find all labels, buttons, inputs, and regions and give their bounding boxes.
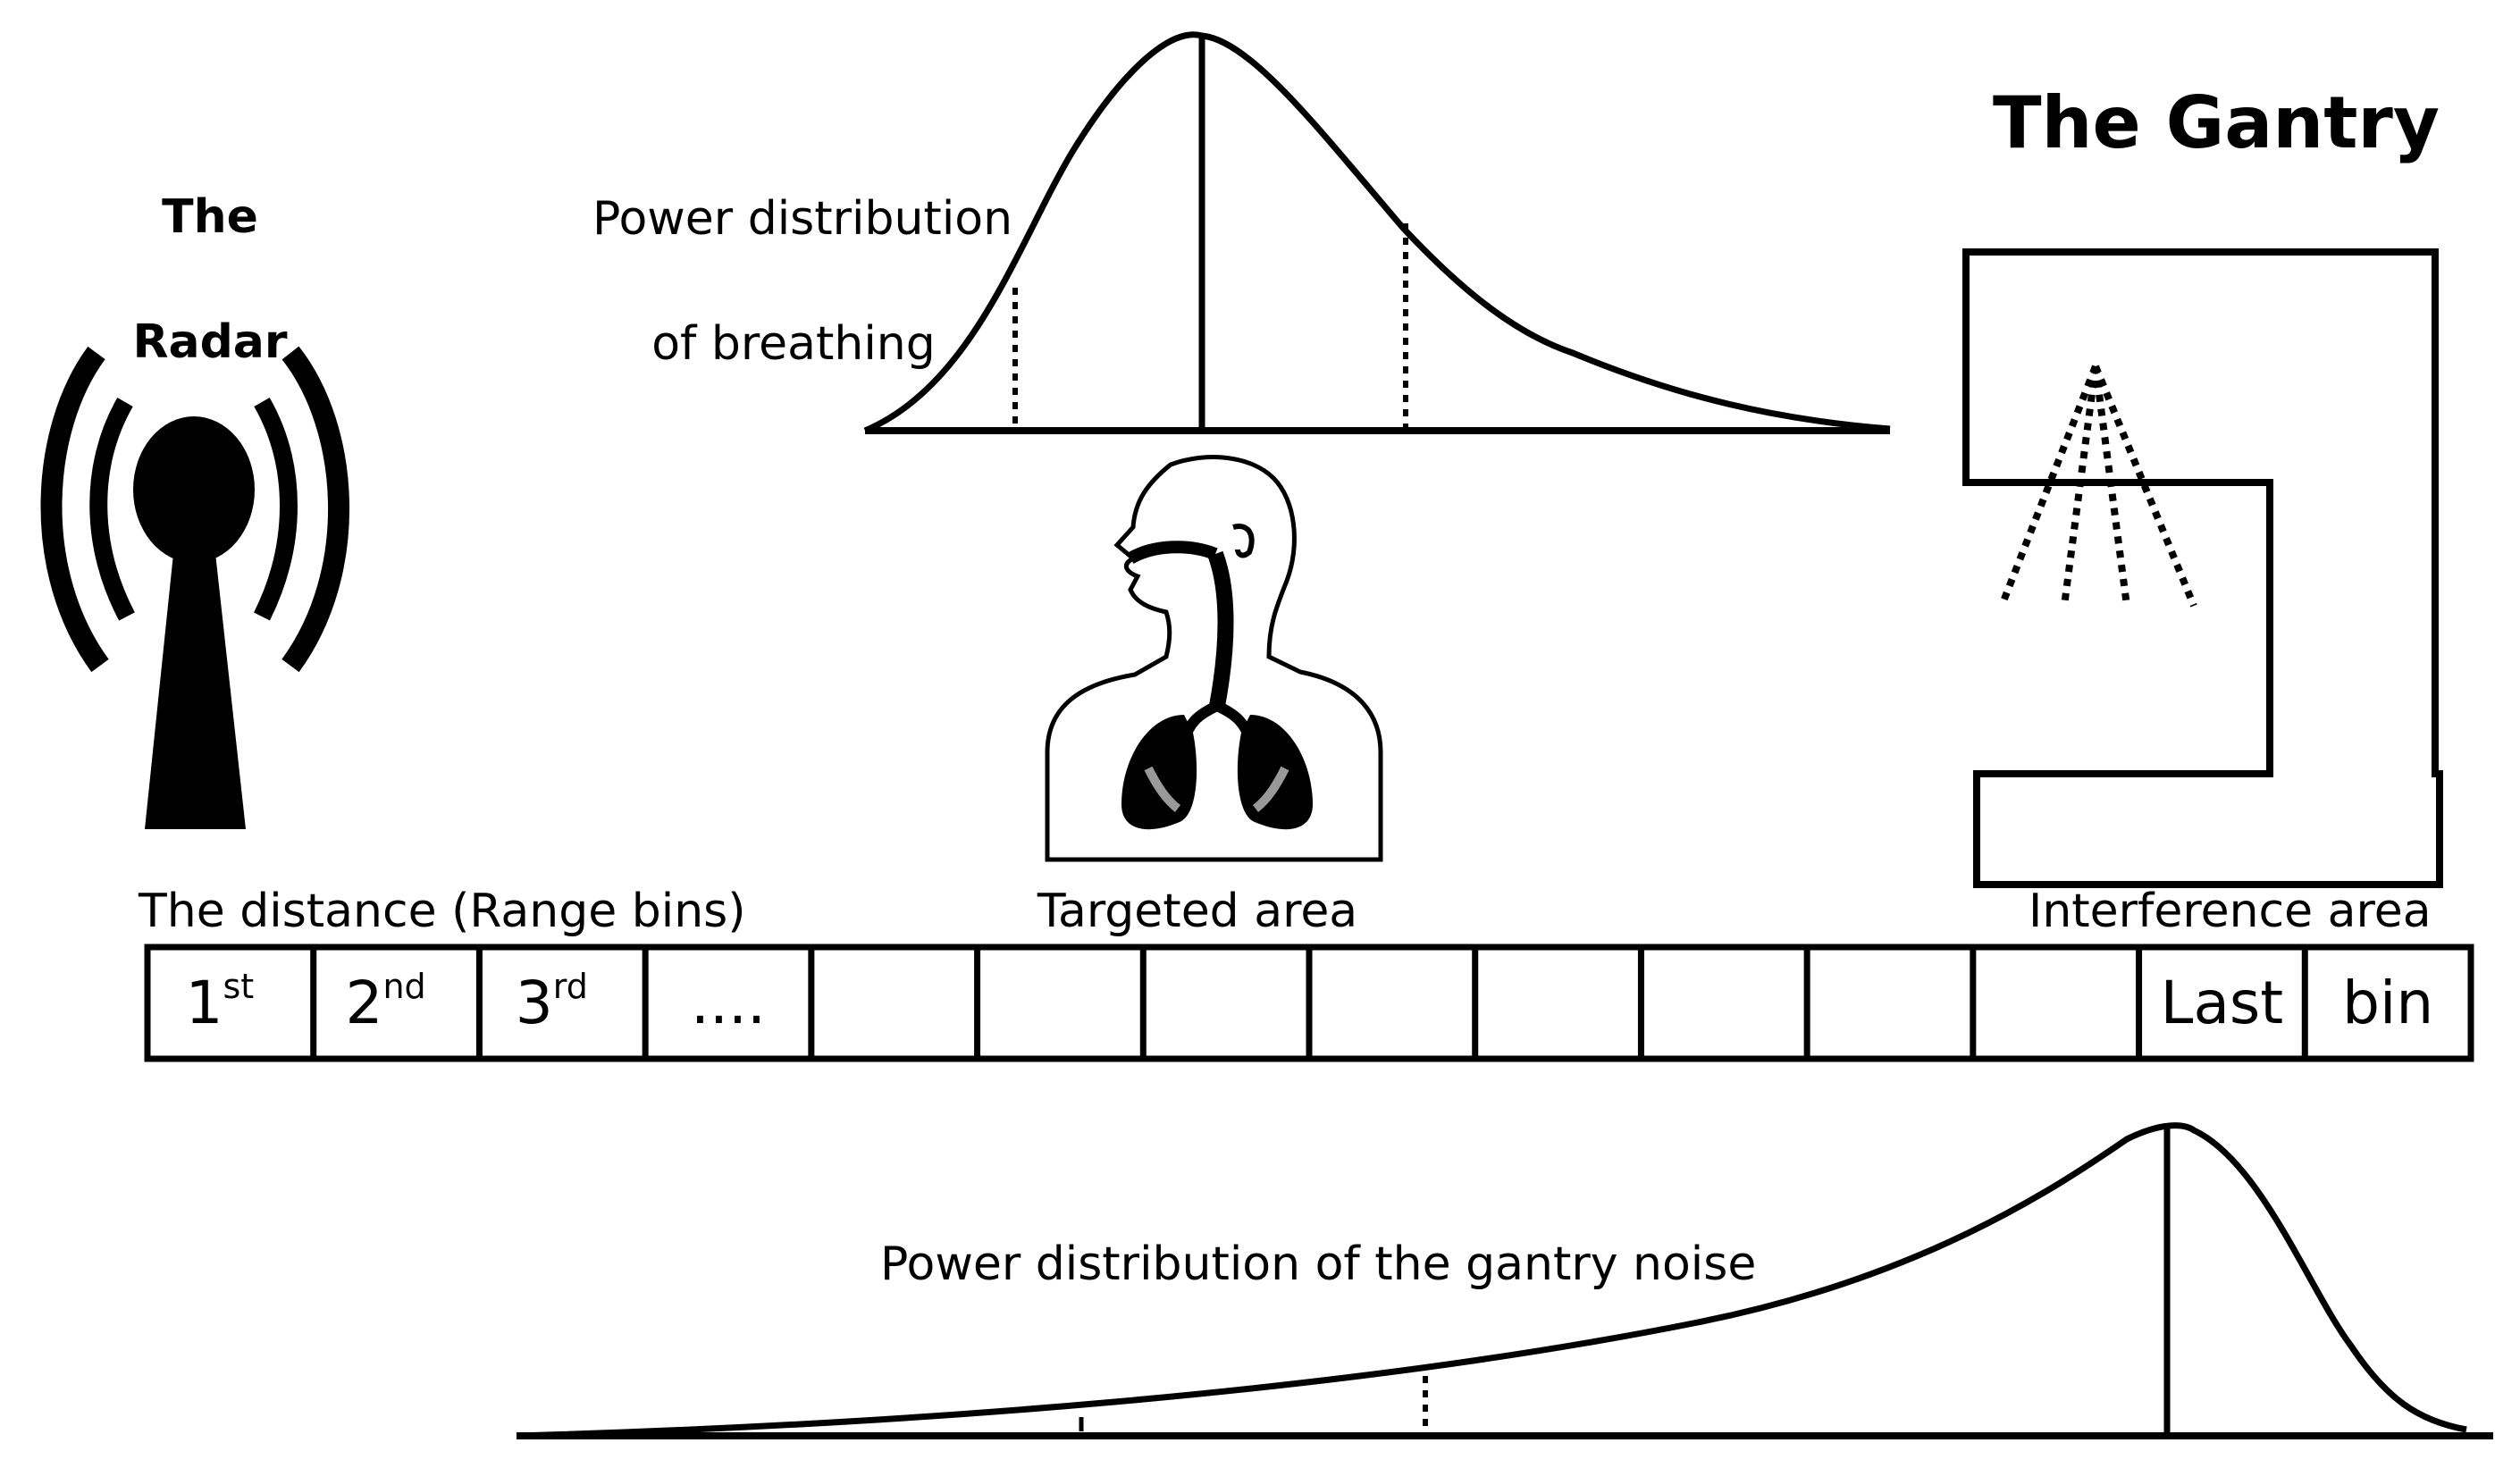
human-respiratory-icon [1045,455,1383,862]
breathing-distribution-curve [863,31,1891,434]
bin-label-superscript: nd [382,967,425,1006]
radar-label-line1: The [162,190,258,244]
gantry-emission-dotted-lines [1998,365,2197,608]
radar-antenna-icon [40,346,349,829]
gantry-noise-distribution-curve [516,1122,2493,1439]
breathing-label-line2: of breathing [651,317,936,371]
radar-label-line2: Radar [132,315,287,369]
interference-area-label: Interference area [2029,885,2432,938]
targeted-area-label: Targeted area [1037,885,1357,938]
breathing-label-line1: Power distribution [592,192,1012,246]
bin-label: bin [2342,969,2433,1037]
gantry-title: The Gantry [1993,81,2440,164]
distance-label: The distance (Range bins) [138,885,746,938]
gantry-icon [1962,248,2443,888]
noise-label: Power distribution of the gantry noise [880,1237,1756,1291]
bin-label-superscript: rd [553,967,588,1006]
bin-label-superscript: st [223,967,255,1006]
bin-dividers [310,947,2308,1059]
bin-label: Last [2161,969,2283,1037]
bin-label: .... [691,969,766,1037]
